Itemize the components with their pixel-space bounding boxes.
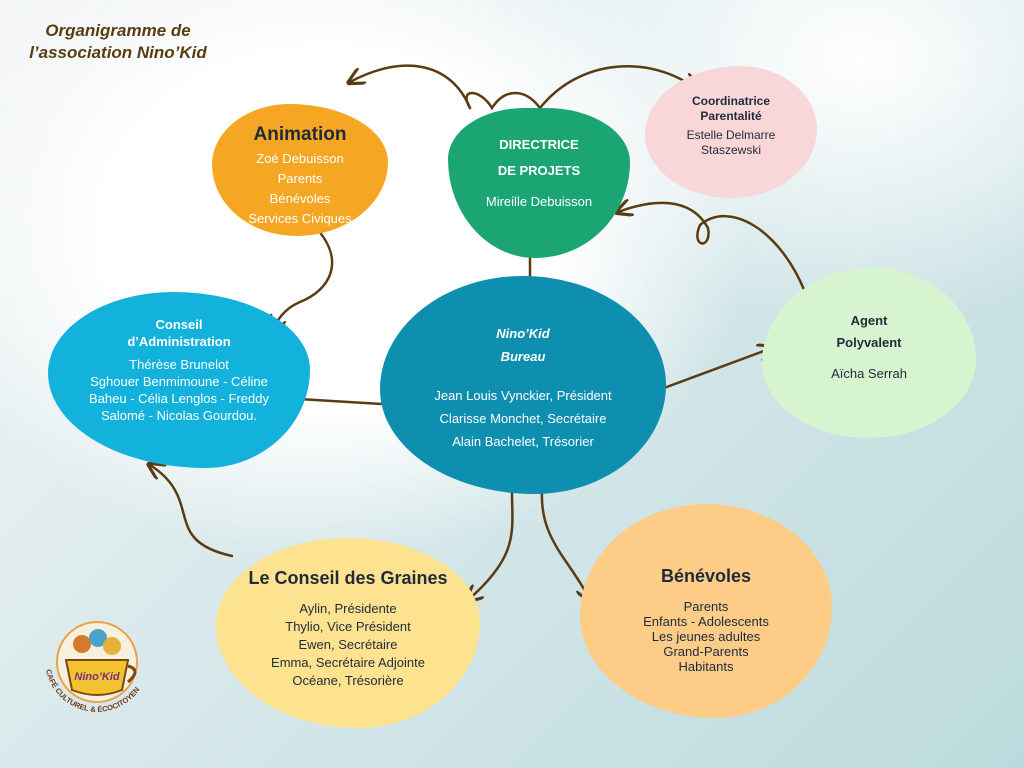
node-animation: Animation Zoé Debuisson Parents Bénévole… xyxy=(212,104,388,236)
title-part: DE PROJETS xyxy=(497,163,581,178)
member: Aïcha Serrah xyxy=(831,366,907,381)
node-benevoles: Bénévoles Parents Enfants - Adolescents … xyxy=(580,504,832,718)
title-part: Bureau xyxy=(500,349,546,364)
member: Jean Louis Vynckier, Président xyxy=(434,388,612,403)
arrow-bureau-to-agent xyxy=(662,348,772,390)
member: Parents xyxy=(277,171,323,186)
member: Thérèse Brunelot xyxy=(129,357,229,372)
member: Clarisse Monchet, Secrétaire xyxy=(439,411,607,426)
node-agent: Agent Polyvalent Aïcha Serrah xyxy=(762,268,976,438)
arrow-animation-to-conseil xyxy=(272,228,334,330)
arrow-agent-to-directrice xyxy=(618,203,807,294)
page-title: Organigramme de l’association Nino’Kid xyxy=(18,20,218,64)
title-part: Coordinatrice xyxy=(691,94,770,108)
title-part: d’Administration xyxy=(127,334,231,349)
node-directrice-title: DIRECTRICE DE PROJETS xyxy=(448,132,630,184)
member: Les jeunes adultes xyxy=(651,629,761,644)
node-coordinatrice: Coordinatrice Parentalité Estelle Delmar… xyxy=(645,66,817,198)
title-part: Conseil xyxy=(155,317,203,332)
member: Baheu - Célia Lenglos - Freddy xyxy=(89,391,269,406)
cafe-cup-logo: Nino’Kid CAFÉ CULTUREL & ÉCOCITOYEN xyxy=(38,618,156,728)
member: Thylio, Vice Président xyxy=(285,619,411,634)
node-graines-title: Le Conseil des Graines xyxy=(248,568,448,588)
member: Mireille Debuisson xyxy=(485,194,593,209)
member: Emma, Secrétaire Adjointe xyxy=(271,655,425,670)
node-conseil: Conseil d’Administration Thérèse Brunelo… xyxy=(48,292,310,468)
arrow-graines-to-conseil xyxy=(150,465,234,558)
member: Staszewski xyxy=(700,143,762,157)
arrow-directrice-to-animation xyxy=(350,64,472,110)
title-line-1: Organigramme de xyxy=(45,21,191,40)
member: Estelle Delmarre xyxy=(686,128,776,142)
cafe-cup-logo-icon: Nino’Kid CAFÉ CULTUREL & ÉCOCITOYEN xyxy=(44,621,141,714)
title-part: Agent xyxy=(850,313,888,328)
member: Aylin, Présidente xyxy=(299,601,397,616)
member: Parents xyxy=(683,599,729,614)
member: Enfants - Adolescents xyxy=(643,614,769,629)
member: Zoé Debuisson xyxy=(256,151,344,166)
member: Ewen, Secrétaire xyxy=(298,637,398,652)
node-directrice: DIRECTRICE DE PROJETS Mireille Debuisson xyxy=(448,108,630,258)
title-part: Nino’Kid xyxy=(496,326,550,341)
node-agent-title: Agent Polyvalent xyxy=(762,310,976,354)
title-line-2: l’association Nino’Kid xyxy=(29,43,207,62)
member: Grand-Parents xyxy=(663,644,749,659)
member: Sghouer Benmimoune - Céline xyxy=(90,374,268,389)
node-coordinatrice-title: Coordinatrice Parentalité xyxy=(645,94,817,124)
member: Alain Bachelet, Trésorier xyxy=(452,434,594,449)
member: Habitants xyxy=(678,659,734,674)
arrow-directrice-loop xyxy=(465,91,542,111)
node-benevoles-title: Bénévoles xyxy=(660,566,752,586)
title-part: Polyvalent xyxy=(836,335,902,350)
node-conseil-title: Conseil d’Administration xyxy=(48,316,310,350)
member: Océane, Trésorière xyxy=(292,673,404,688)
logo-brand: Nino’Kid xyxy=(74,671,119,683)
member: Bénévoles xyxy=(269,191,331,206)
node-animation-title: Animation xyxy=(253,124,347,145)
node-bureau-title: Nino’Kid Bureau xyxy=(380,322,666,368)
member: Services Civiques xyxy=(248,211,352,226)
node-graines: Le Conseil des Graines Aylin, Présidente… xyxy=(216,538,480,728)
node-bureau: Nino’Kid Bureau Jean Louis Vynckier, Pré… xyxy=(380,276,666,494)
title-part: DIRECTRICE xyxy=(499,137,579,152)
title-part: Parentalité xyxy=(700,109,762,123)
member: Salomé - Nicolas Gourdou. xyxy=(100,408,258,423)
